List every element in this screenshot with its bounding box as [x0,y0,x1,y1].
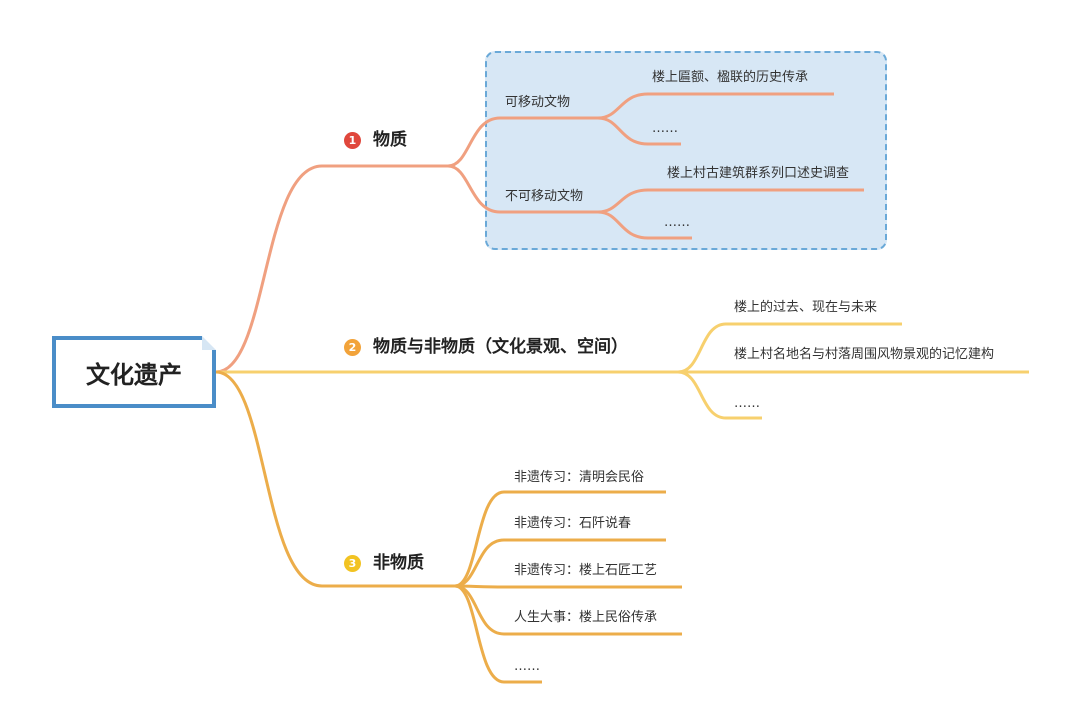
link-movable-item1 [597,92,834,120]
item-ellipsis[interactable]: …… [514,659,540,674]
movable-immovable-group-box [485,51,887,250]
link-branch1-immovable [447,164,598,214]
item-ellipsis[interactable]: …… [734,396,760,411]
branch-material[interactable]: 1 物质 [344,132,407,149]
branch-material-and-intangible[interactable]: 2 物质与非物质（文化景观、空间） [344,339,628,356]
item-life-events-folk-heritage[interactable]: 人生大事：楼上民俗传承 [514,610,658,625]
link-immovable-item2 [597,210,692,240]
item-ancient-buildings-oral-history[interactable]: 楼上村古建筑群系列口述史调查 [667,166,850,181]
item-ellipsis[interactable]: …… [652,121,678,136]
page-fold-icon [202,336,216,350]
link-branch3-item3 [454,584,682,589]
link-root-branch3 [215,370,455,588]
link-branch2-item1 [677,322,902,374]
link-branch3-item2 [454,538,666,588]
branch-label: 物质与非物质（文化景观、空间） [373,337,628,357]
branch-label: 物质 [373,130,407,150]
item-shiqian-shuochun[interactable]: 非遗传习：石阡说春 [514,516,632,531]
link-branch1-movable [447,116,598,168]
root-label: 文化遗产 [86,360,182,389]
item-stonemason-craft[interactable]: 非遗传习：楼上石匠工艺 [514,563,658,578]
item-plaque-couplet-heritage[interactable]: 楼上匾额、楹联的历史传承 [652,70,809,85]
link-branch3-item1 [454,490,666,588]
item-ellipsis[interactable]: …… [664,215,690,230]
link-branch2-item3 [677,370,762,420]
link-movable-item2 [597,116,681,146]
branch-intangible[interactable]: 3 非物质 [344,555,424,572]
group-immovable-relics[interactable]: 不可移动文物 [505,189,584,204]
number-badge-icon: 1 [344,132,361,149]
group-movable-relics[interactable]: 可移动文物 [505,95,571,110]
link-branch3-item5 [454,584,542,684]
link-immovable-item1 [597,188,864,214]
number-badge-icon: 3 [344,555,361,572]
branch-label: 非物质 [373,553,424,573]
item-place-names-landscape-memory[interactable]: 楼上村名地名与村落周围风物景观的记忆建构 [734,347,995,362]
root-node[interactable]: 文化遗产 [52,336,216,408]
item-qingming-folk-custom[interactable]: 非遗传习：清明会民俗 [514,470,645,485]
item-past-present-future[interactable]: 楼上的过去、现在与未来 [734,300,878,315]
number-badge-icon: 2 [344,339,361,356]
link-root-branch1 [215,164,448,374]
